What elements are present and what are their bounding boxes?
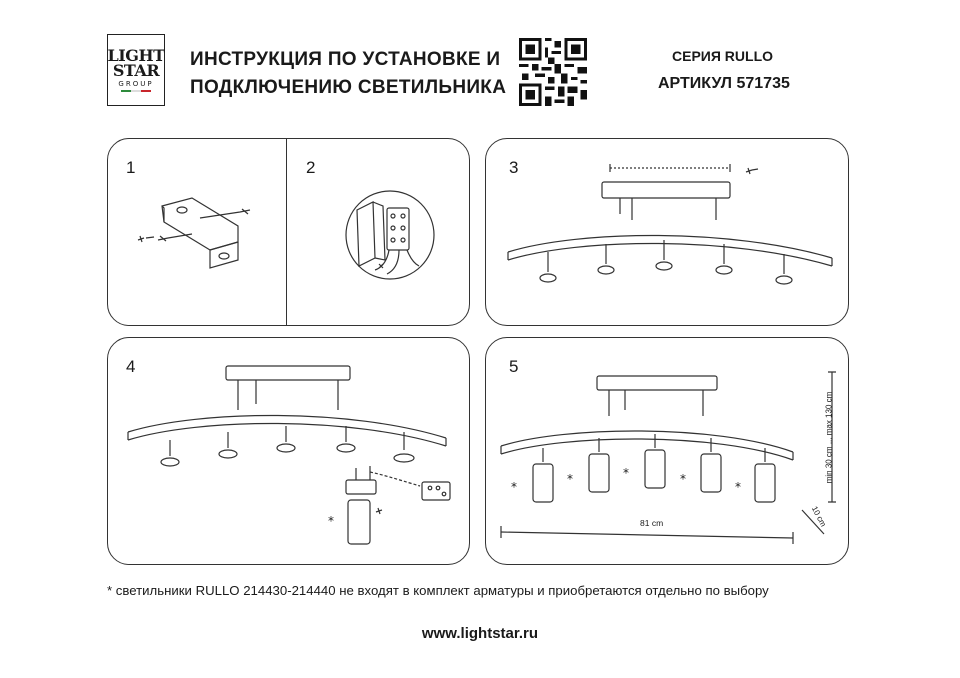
- step-4-asterisk: *: [328, 514, 334, 528]
- logo-line-2: STAR: [112, 61, 160, 80]
- asterisk-lamp-2: *: [567, 472, 573, 486]
- asterisk-lamp-4: *: [680, 472, 686, 486]
- terminal-block-illustration: [345, 190, 435, 280]
- asterisk-lamp-1: *: [511, 480, 517, 494]
- height-dimension: min 30 cm ... max 130 cm: [824, 391, 834, 484]
- step-number-2: 2: [306, 158, 316, 177]
- instruction-title: ИНСТРУКЦИЯ ПО УСТАНОВКЕ И ПОДКЛЮЧЕНИЮ СВ…: [190, 46, 506, 102]
- title-line-1: ИНСТРУКЦИЯ ПО УСТАНОВКЕ И: [190, 49, 501, 70]
- website-link[interactable]: www.lightstar.ru: [421, 625, 539, 642]
- logo-line-3: GROUP: [118, 80, 154, 88]
- article-number: АРТИКУЛ 571735: [658, 75, 790, 92]
- panel-divider: [286, 138, 287, 325]
- lightstar-logo: LIGHT STAR GROUP: [107, 34, 165, 106]
- step-number-1: 1: [126, 158, 136, 177]
- asterisk-lamp-3: *: [623, 466, 629, 480]
- depth-dimension-line: [801, 509, 825, 535]
- panel-step-4: [107, 337, 470, 565]
- ceiling-plate-assembly-illustration: [507, 164, 833, 285]
- mounting-bracket-illustration: [137, 197, 251, 269]
- final-assembly-illustration: [500, 375, 794, 544]
- height-dimension-line: [828, 371, 836, 503]
- step-number-5: 5: [509, 357, 519, 376]
- logo-flag: [121, 90, 151, 92]
- logo-line-1: LIGHT: [107, 46, 165, 65]
- footnote-text: * светильники RULLO 214430-214440 не вхо…: [107, 583, 769, 598]
- title-line-2: ПОДКЛЮЧЕНИЮ СВЕТИЛЬНИКА: [190, 77, 507, 98]
- series-label: СЕРИЯ RULLO: [672, 48, 774, 64]
- step-number-3: 3: [509, 158, 519, 177]
- qr-code[interactable]: [519, 38, 587, 106]
- width-dimension: 81 cm: [640, 518, 664, 528]
- lamp-connection-illustration: [127, 365, 451, 545]
- panel-step-3: [485, 138, 849, 326]
- asterisk-lamp-5: *: [735, 480, 741, 494]
- step-number-4: 4: [126, 357, 136, 376]
